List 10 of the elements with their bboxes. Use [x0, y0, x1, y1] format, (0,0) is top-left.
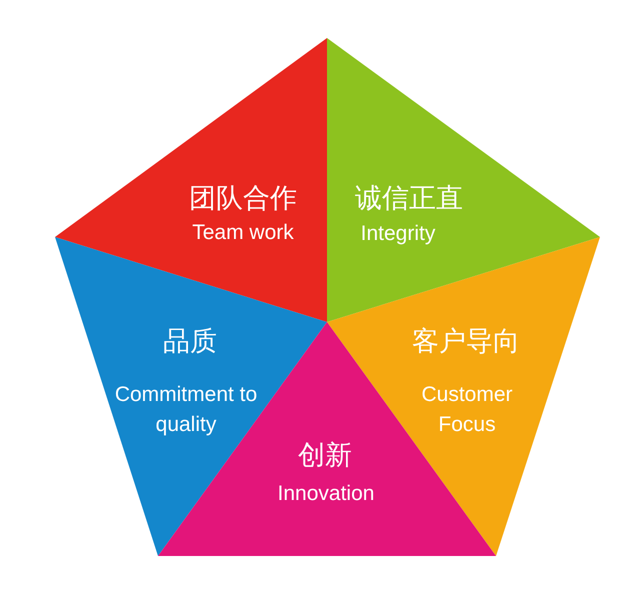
segment-title: 客户导向	[411, 327, 521, 357]
segment-subtitle: Innovation	[276, 481, 376, 507]
segment-title: 品质	[162, 327, 218, 357]
segment-subtitle: Integrity	[360, 221, 436, 247]
segment-title: 团队合作	[188, 184, 298, 214]
segment-subtitle: Team work	[191, 220, 295, 246]
segment-title: 创新	[297, 441, 353, 471]
segment-subtitle: Commitment to quality	[114, 382, 258, 438]
segment-title: 诚信正直	[354, 184, 464, 214]
segment-subtitle: Customer Focus	[420, 382, 514, 438]
